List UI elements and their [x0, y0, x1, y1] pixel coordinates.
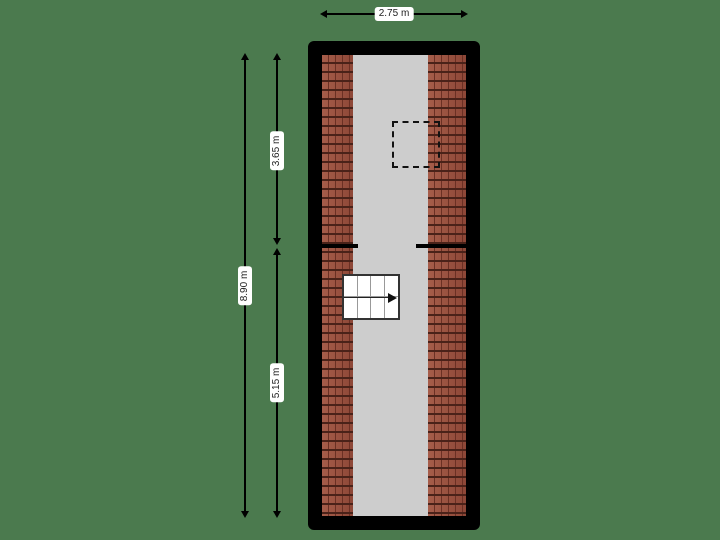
arrow-up-icon — [241, 53, 249, 60]
stair-direction-arrow-icon — [388, 293, 397, 303]
stair-step — [344, 297, 358, 318]
stair-step — [371, 297, 385, 318]
stair-step — [371, 276, 385, 297]
stair-step — [358, 297, 371, 318]
arrow-left-icon — [320, 10, 327, 18]
skylight-icon — [392, 121, 440, 168]
partition-wall-right — [416, 244, 466, 248]
arrow-up-icon — [273, 248, 281, 255]
roof-slope-right — [428, 55, 466, 516]
lower-room-dimension-label: 5.15 m — [270, 363, 284, 403]
total-height-dimension-label: 8.90 m — [238, 266, 252, 306]
partition-wall-left — [322, 244, 358, 248]
stair-direction-line — [344, 297, 394, 298]
stair-step — [357, 276, 371, 297]
arrow-up-icon — [273, 53, 281, 60]
arrow-right-icon — [461, 10, 468, 18]
width-dimension-label: 2.75 m — [374, 7, 414, 21]
arrow-down-icon — [273, 238, 281, 245]
staircase-icon — [342, 274, 400, 320]
arrow-down-icon — [273, 511, 281, 518]
arrow-down-icon — [241, 511, 249, 518]
upper-room-dimension-label: 3.65 m — [270, 131, 284, 171]
stair-step — [344, 276, 358, 297]
